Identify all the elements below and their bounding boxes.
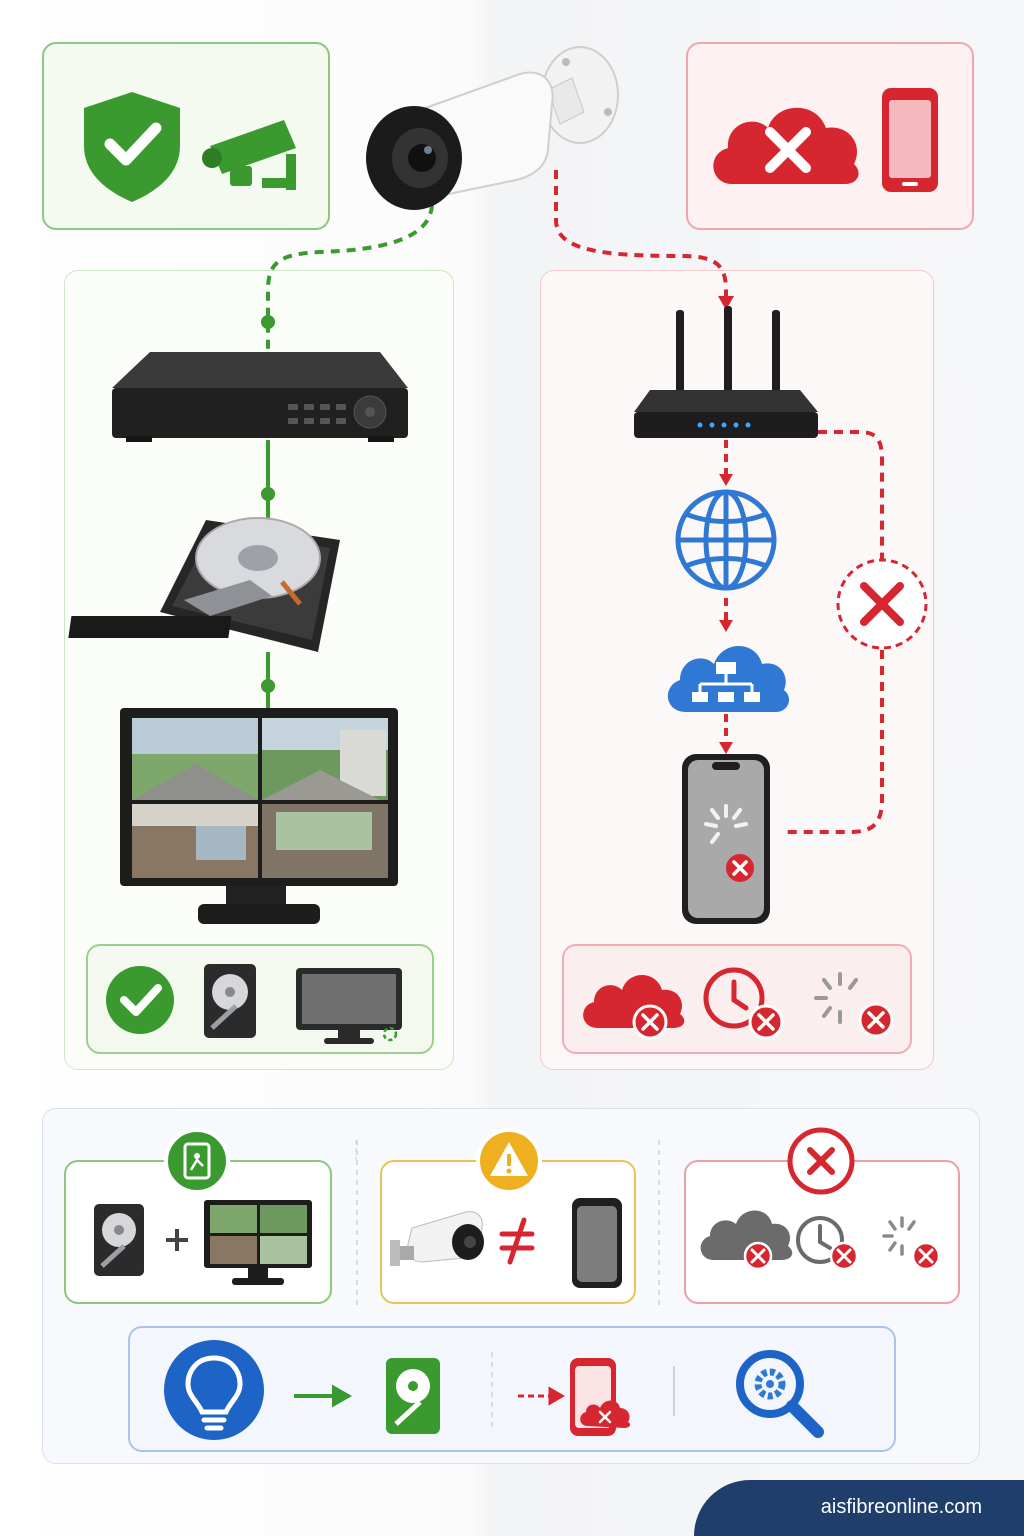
local-legend: [86, 944, 434, 1054]
summary-failures-icons: [700, 1210, 941, 1271]
warning-badge-icon: [476, 1128, 542, 1194]
dashed-arrow-icon: [518, 1386, 565, 1406]
remote-status-panel: [686, 42, 974, 230]
monitor-feeds-icon: [204, 1200, 312, 1285]
wifi-router: [634, 306, 818, 438]
x-badge-icon: [787, 1127, 855, 1195]
security-camera-icon: [390, 1211, 484, 1266]
smartphone-icon: [882, 88, 938, 192]
monitor-icon: [296, 968, 402, 1044]
loading-x-icon: [882, 1216, 941, 1271]
tip-card: [128, 1326, 896, 1452]
shield-check-icon: [84, 92, 180, 202]
local-status-icons: [84, 92, 296, 202]
blocked-x-icon: [836, 558, 928, 650]
hard-drive-device: [68, 517, 340, 652]
security-camera-icon: [202, 120, 296, 190]
cloud-network-icon: [667, 646, 790, 712]
summary-failures-card: [684, 1160, 960, 1304]
hard-drive-icon: [204, 964, 256, 1038]
summary-mismatch-icons: [390, 1198, 622, 1288]
plus-icon: [166, 1229, 188, 1251]
summary-local-icons: [94, 1200, 312, 1285]
not-equal-icon: [499, 1217, 535, 1265]
arrow-icon: [294, 1384, 353, 1408]
cctv-monitor: [120, 708, 398, 924]
globe-icon: [675, 489, 777, 591]
local-status-panel: [42, 42, 330, 230]
camera-to-router-link: [554, 170, 728, 300]
summary-mismatch-card: [380, 1160, 636, 1304]
local-legend-icons: [106, 964, 402, 1044]
loading-x-icon: [814, 972, 894, 1038]
hdd-badge-icon: [164, 1128, 230, 1194]
check-circle-icon: [106, 966, 174, 1034]
hard-drive-icon: [386, 1358, 440, 1434]
remote-legend: [562, 944, 912, 1054]
cloud-x-icon: [700, 1210, 793, 1271]
phone-x-icon: [570, 1358, 631, 1436]
cloud-offline-icon: [583, 975, 685, 1040]
site-url[interactable]: aisfibreonline.com: [820, 1496, 982, 1518]
camera-to-recorder-link: [266, 204, 434, 350]
smartphone-loading: [682, 754, 770, 924]
hard-drive-icon: [94, 1204, 144, 1276]
cloud-x-icon: [713, 107, 859, 184]
remote-status-icons: [713, 88, 938, 192]
dvr-recorder: [112, 352, 408, 442]
lightbulb-icon: [164, 1340, 264, 1440]
summary-dividers: [355, 1140, 357, 1160]
smartphone-icon: [572, 1198, 622, 1288]
remote-legend-icons: [583, 967, 894, 1040]
connection-diagram: [68, 46, 928, 924]
tip-icons: [164, 1340, 824, 1440]
bullet-camera: [366, 46, 619, 210]
loading-spinner-icon: [704, 804, 748, 844]
clock-x-icon: [796, 1216, 859, 1271]
search-gear-icon: [736, 1350, 824, 1438]
clock-x-icon: [703, 967, 784, 1040]
remote-bypass-link: [818, 430, 884, 560]
brand-bar: aisfibreonline.com: [694, 1480, 1024, 1536]
